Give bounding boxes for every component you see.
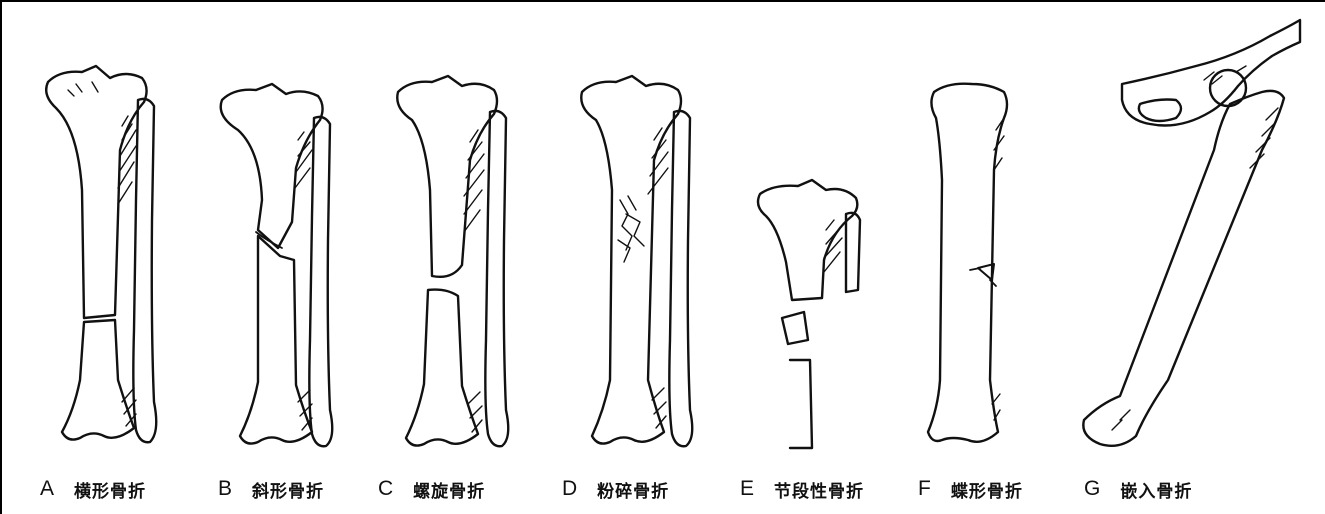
obturator-foramen-g [1139,100,1181,122]
tibia-e-upper [758,180,857,300]
shading-c [464,130,484,432]
bone-panel-e [758,180,860,448]
tibia-c-lower [406,290,478,446]
pelvis-g [1122,20,1300,126]
femur-g [1083,91,1284,446]
panel-caption-d: D 粉碎骨折 [562,476,669,502]
panel-letter: B [218,477,232,501]
fracture-type-label: 节段性骨折 [774,477,864,502]
panel-caption-c: C 螺旋骨折 [378,476,485,502]
panel-letter: E [740,477,754,501]
panel-caption-b: B 斜形骨折 [218,476,324,502]
fracture-type-label: 斜形骨折 [252,477,324,502]
bone-panel-f [928,84,1007,442]
fracture-type-label: 嵌入骨折 [1120,477,1192,502]
tibia-f [928,84,1007,442]
fracture-type-label: 蝶形骨折 [951,477,1023,502]
panel-letter: C [378,477,393,501]
fracture-type-label: 螺旋骨折 [413,477,485,502]
panel-letter: G [1084,477,1100,501]
fibula-b [309,117,332,446]
fibula-e-upper [846,213,860,292]
tibia-d [581,76,681,444]
tibia-c-upper [397,76,497,277]
bone-panel-a [46,66,156,442]
tibia-b-lower [240,236,312,444]
tibia-a-upper [46,66,146,318]
comminution-lines-d [618,196,644,262]
panel-letter: A [40,477,54,501]
bone-panel-c [397,76,508,446]
panel-letter: F [918,477,931,501]
panel-caption-a: A 横形骨折 [40,476,146,502]
shading-a [68,82,136,426]
panel-letter: D [562,477,577,501]
fracture-type-label: 粉碎骨折 [597,477,669,502]
tibia-e-lower [790,360,812,448]
panel-caption-f: F 蝶形骨折 [918,476,1023,502]
bone-panel-g [1083,20,1300,446]
shading-e [824,220,842,272]
tibia-e-segment [782,312,808,344]
bone-panel-d [581,76,692,446]
panel-caption-e: E 节段性骨折 [740,476,864,502]
tibia-a-lower [62,320,134,440]
tibia-b-upper [221,84,323,248]
fracture-type-label: 横形骨折 [74,477,146,502]
bone-panel-b [221,84,333,446]
panel-caption-g: G 嵌入骨折 [1084,476,1192,502]
fibula-c [485,111,508,446]
fibula-a [133,99,156,442]
fibula-d [669,111,692,446]
